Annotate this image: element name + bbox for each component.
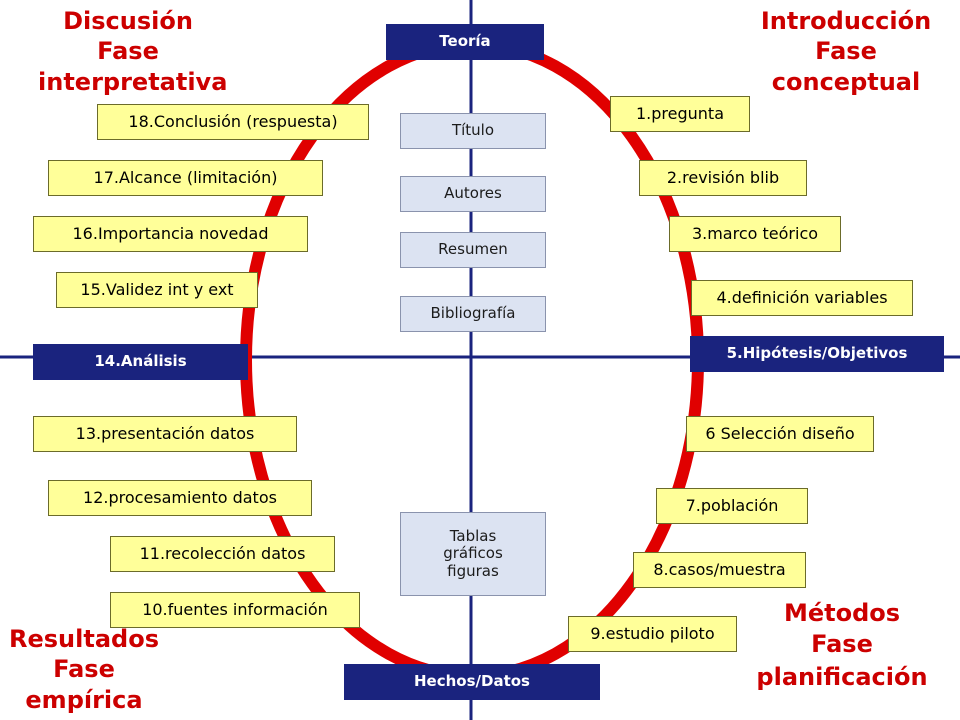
step-18-conclusion: 18.Conclusión (respuesta) bbox=[97, 104, 369, 140]
step-7-population: 7.población bbox=[656, 488, 808, 524]
step-6-design-selection: 6 Selección diseño bbox=[686, 416, 874, 452]
step-11-data-collection: 11.recolección datos bbox=[110, 536, 335, 572]
step-17-scope-limitations: 17.Alcance (limitación) bbox=[48, 160, 323, 196]
axis-bottom-facts: Hechos/Datos bbox=[344, 664, 600, 700]
step-1-question: 1.pregunta bbox=[610, 96, 750, 132]
step-8-cases-sample: 8.casos/muestra bbox=[633, 552, 806, 588]
phase-discussion: Discusión Fase interpretativa bbox=[38, 6, 228, 98]
center-authors: Autores bbox=[400, 176, 546, 212]
phase-results-name: Resultados bbox=[9, 625, 159, 653]
phase-introduction-phase: Fase conceptual bbox=[771, 37, 921, 96]
phase-results-phase: Fase empírica bbox=[25, 655, 143, 714]
phase-introduction: Introducción Fase conceptual bbox=[751, 6, 941, 98]
step-10-information-sources: 10.fuentes información bbox=[110, 592, 360, 628]
phase-results: Resultados Fase empírica bbox=[4, 624, 164, 716]
phase-discussion-name: Discusión bbox=[63, 7, 193, 35]
step-13-data-presentation: 13.presentación datos bbox=[33, 416, 297, 452]
phase-introduction-name: Introducción bbox=[760, 7, 932, 35]
phase-methods: Métodos Fase planificación bbox=[752, 598, 932, 694]
center-abstract: Resumen bbox=[400, 232, 546, 268]
step-16-importance-novelty: 16.Importancia novedad bbox=[33, 216, 308, 252]
phase-methods-name: Métodos bbox=[783, 599, 901, 627]
center-title: Título bbox=[400, 113, 546, 149]
step-9-pilot-study: 9.estudio piloto bbox=[568, 616, 737, 652]
phase-discussion-phase: Fase interpretativa bbox=[38, 37, 228, 96]
step-4-variable-definition: 4.definición variables bbox=[691, 280, 913, 316]
step-2-literature-review: 2.revisión blib bbox=[639, 160, 807, 196]
center-bibliography: Bibliografía bbox=[400, 296, 546, 332]
center-tables-figures: Tablas gráficos figuras bbox=[400, 512, 546, 596]
step-15-validity: 15.Validez int y ext bbox=[56, 272, 258, 308]
axis-left-analysis: 14.Análisis bbox=[33, 344, 248, 380]
step-3-theoretical-framework: 3.marco teórico bbox=[669, 216, 841, 252]
axis-top-theory: Teoría bbox=[386, 24, 544, 60]
phase-methods-phase: Fase planificación bbox=[756, 630, 928, 691]
step-12-data-processing: 12.procesamiento datos bbox=[48, 480, 312, 516]
axis-right-hypothesis: 5.Hipótesis/Objetivos bbox=[690, 336, 944, 372]
